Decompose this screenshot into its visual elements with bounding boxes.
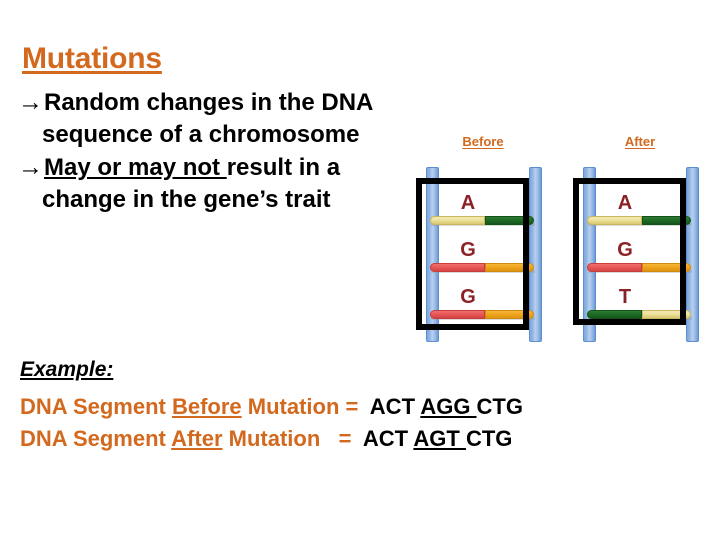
rung-half-left — [430, 310, 486, 319]
page-title: Mutations — [22, 42, 162, 75]
seq-codons-pre: ACT — [364, 394, 421, 419]
rung-half-left — [430, 216, 486, 225]
base-letter: A — [617, 192, 633, 214]
rung-half-right — [642, 263, 691, 272]
seq-label-emphasis: Before — [171, 394, 242, 419]
rung-half-left — [587, 310, 643, 319]
base-letter-mutated: T — [618, 286, 632, 308]
bullet-2-emphasis: May or may not — [44, 154, 227, 182]
bullet-list: →Random changes in the DNA sequence of a… — [18, 86, 398, 216]
highlight-box-before — [416, 178, 529, 330]
bullet-1-line-1: Random changes in the DNA — [44, 89, 374, 116]
base-letter: G — [460, 286, 476, 308]
dna-backbone-right — [529, 167, 542, 342]
seq-codons-post: CTG — [465, 425, 513, 451]
seq-codons-post: CTG — [476, 394, 523, 419]
bullet-item-2: →May or may not result in a change in th… — [18, 151, 398, 216]
bullet-1-line-2: sequence of a chromosome — [42, 121, 360, 149]
bullet-2-line-1-rest: result in a — [226, 154, 341, 182]
arrow-icon: → — [18, 153, 43, 182]
bullet-2-line-2: change in the gene’s trait — [42, 186, 331, 214]
rung-half-left — [587, 263, 643, 272]
seq-label-post: Mutation = — [222, 425, 358, 451]
bullet-item-1: →Random changes in the DNA sequence of a… — [18, 86, 398, 151]
base-letter: G — [617, 239, 633, 261]
seq-codons-emphasis: AGT — [413, 425, 466, 451]
base-pair-rung — [587, 216, 691, 225]
dna-panel-after: After A G T — [565, 120, 715, 355]
base-letter: G — [460, 239, 476, 261]
rung-half-left — [430, 263, 486, 272]
base-pair-rung-mutated — [587, 310, 691, 319]
rung-half-right — [485, 310, 534, 319]
seq-label-emphasis: After — [171, 425, 223, 451]
seq-label-pre: DNA Segment — [20, 425, 172, 451]
example-heading: Example: — [20, 358, 114, 381]
base-pair-rung — [587, 263, 691, 272]
example-block: Example: DNA Segment Before Mutation = A… — [20, 358, 660, 455]
base-pair-rung — [430, 310, 534, 319]
dna-backbone-left — [583, 167, 596, 342]
dna-backbone-left — [426, 167, 439, 342]
base-pair-rung — [430, 216, 534, 225]
seq-label-post: Mutation = — [241, 394, 365, 419]
seq-codons-emphasis: AGG — [420, 394, 477, 419]
panel-label-after: After — [624, 134, 656, 149]
rung-half-left — [587, 216, 643, 225]
dna-backbone-right — [686, 167, 699, 342]
arrow-icon: → — [18, 88, 43, 116]
base-letter: A — [460, 192, 476, 214]
base-pair-rung — [430, 263, 534, 272]
panel-label-before: Before — [462, 134, 504, 149]
dna-panel-before: Before A G G — [408, 120, 558, 355]
highlight-box-after — [573, 178, 686, 325]
dna-mutation-diagram: Before A G G After A — [400, 120, 720, 355]
rung-half-right — [642, 216, 691, 225]
rung-half-right — [485, 216, 534, 225]
rung-half-right — [642, 310, 691, 319]
sequence-line-before: DNA Segment Before Mutation = ACT AGG CT… — [20, 391, 660, 423]
rung-half-right — [485, 263, 534, 272]
seq-codons-pre: ACT — [357, 425, 414, 451]
seq-label-pre: DNA Segment — [20, 394, 172, 419]
sequence-line-after: DNA Segment After Mutation = ACT AGT CTG — [20, 423, 660, 455]
